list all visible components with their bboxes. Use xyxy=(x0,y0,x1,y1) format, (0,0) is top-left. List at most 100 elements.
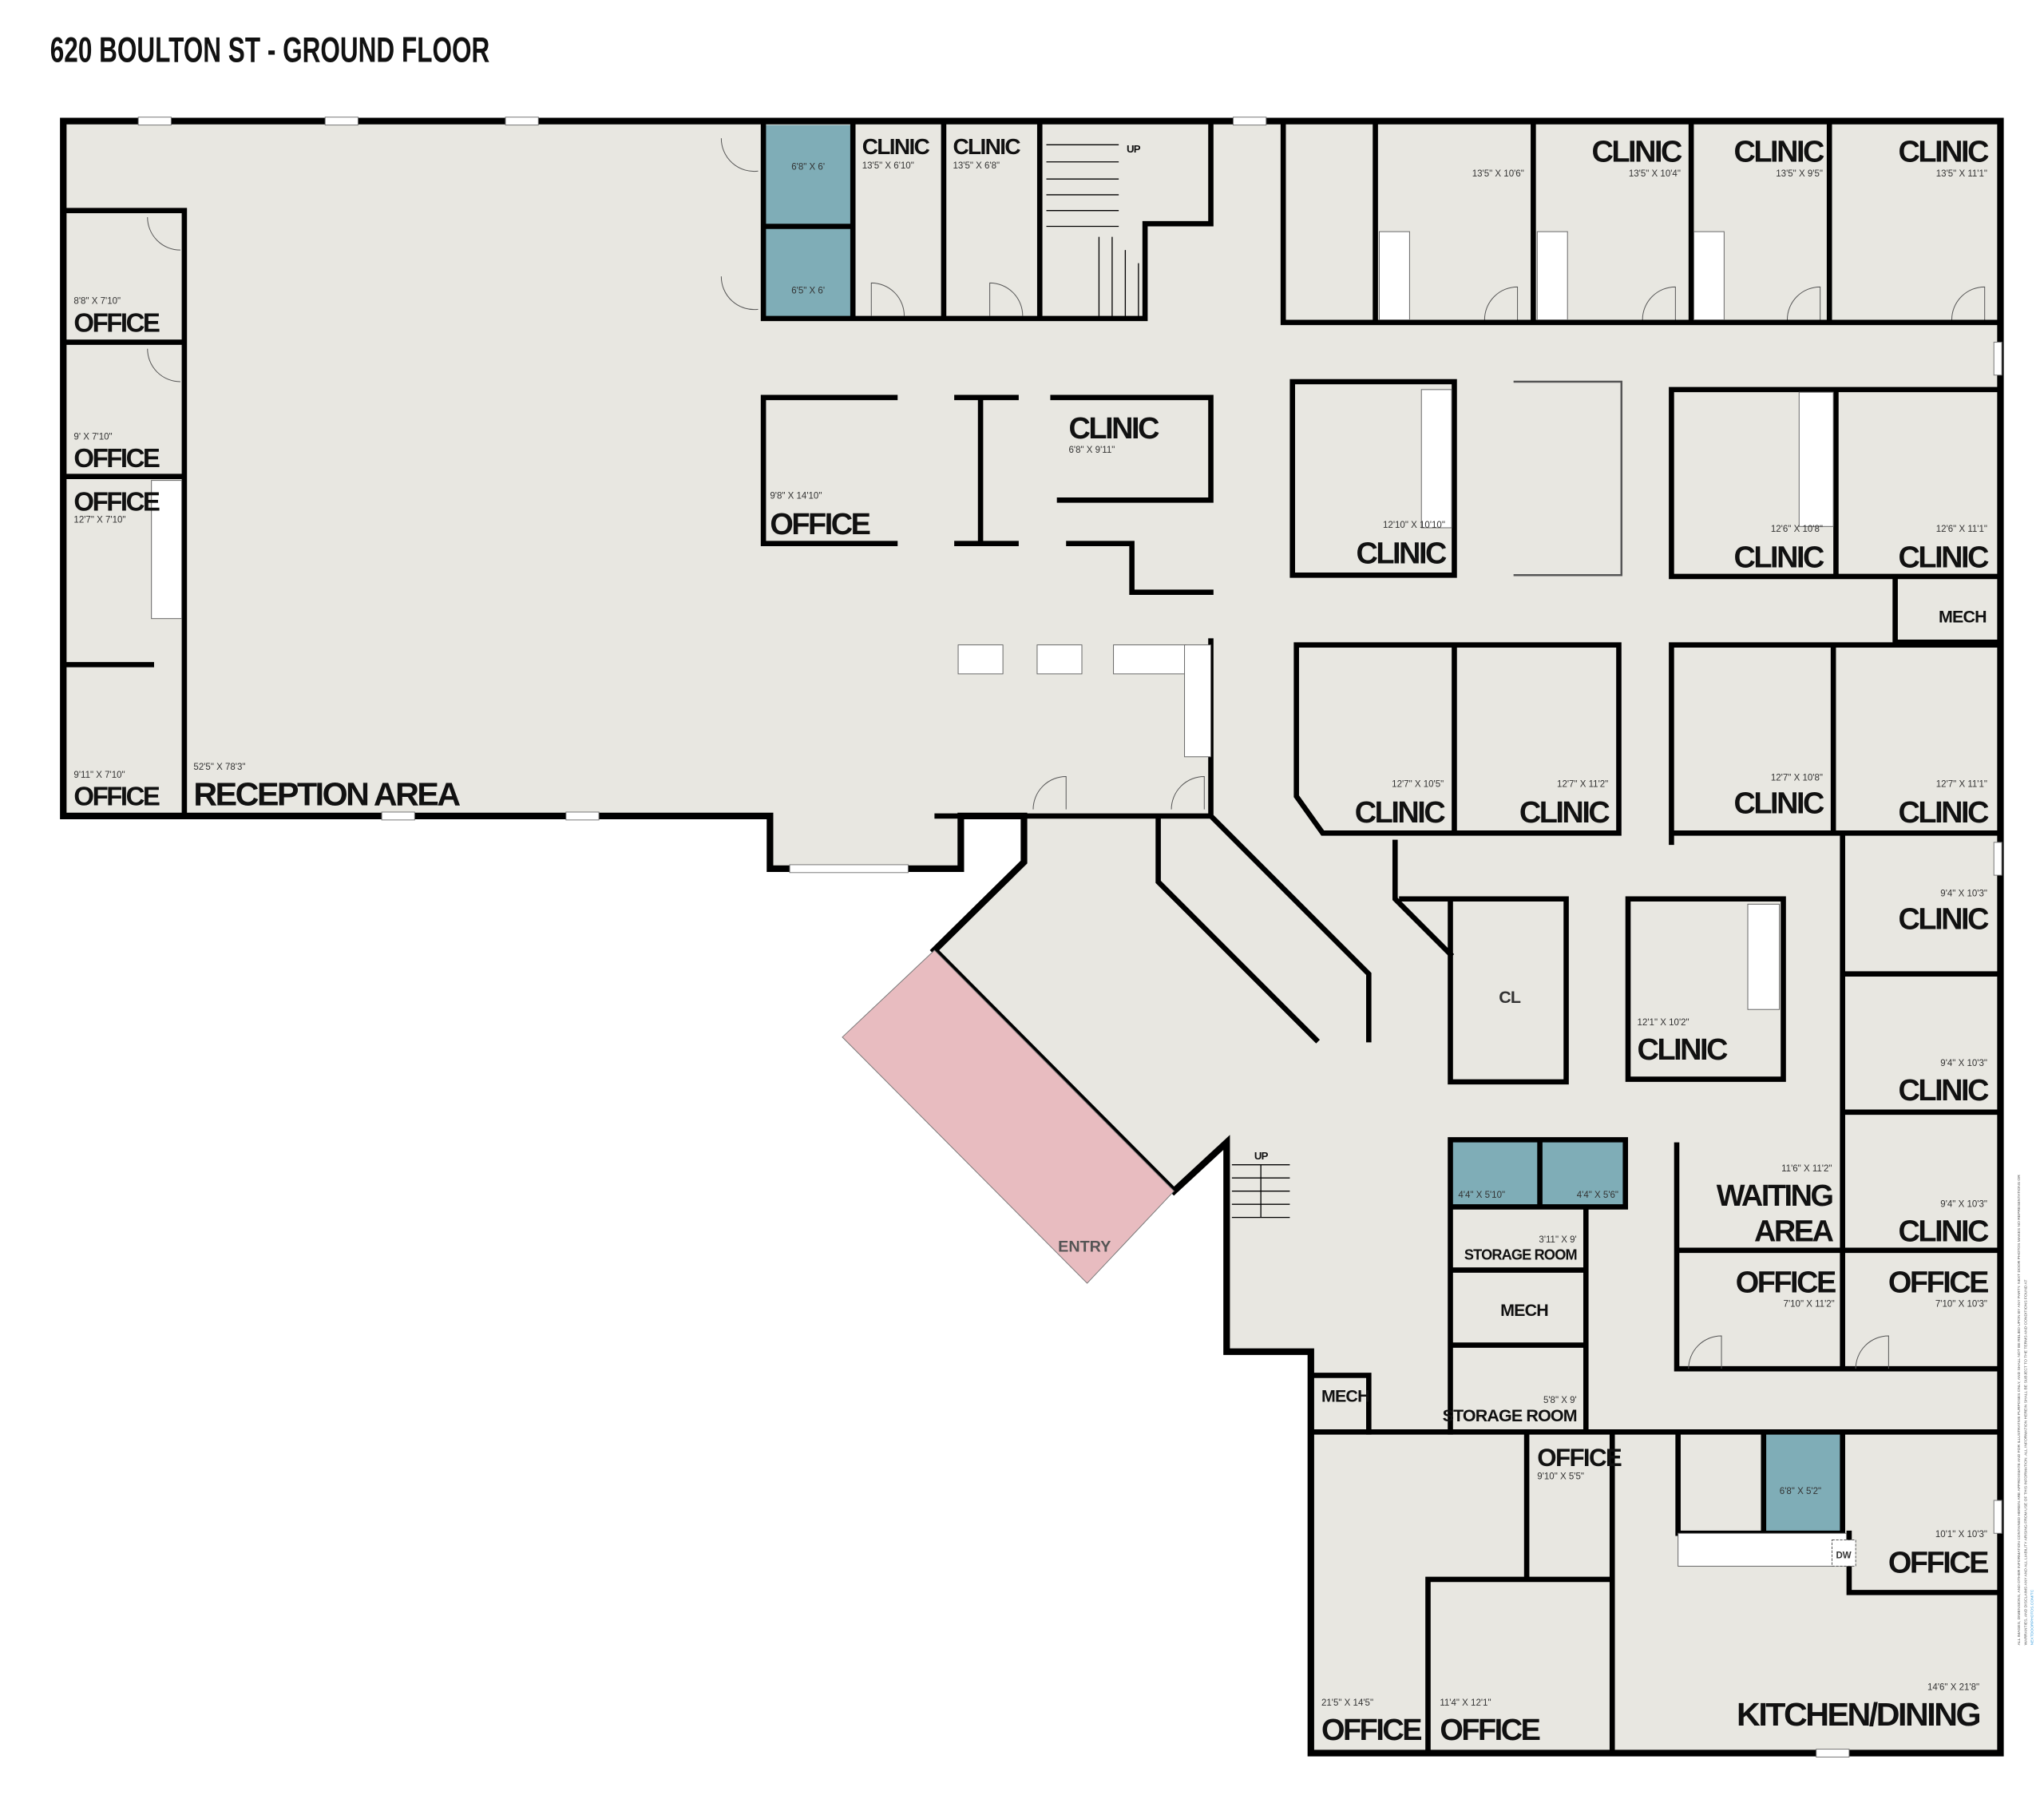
room-dims: 5'8" X 9' xyxy=(1543,1396,1577,1405)
room-dims: 12'7" X 11'1" xyxy=(1936,780,1987,790)
stairs-upper xyxy=(1046,144,1139,319)
room-name: STORAGE ROOM xyxy=(1464,1246,1577,1262)
room-dims: 13'5" X 11'1" xyxy=(1936,169,1987,179)
room-dims: 7'10" X 11'2" xyxy=(1784,1300,1835,1310)
room-dims: 12'7" X 10'5" xyxy=(1392,780,1444,790)
room-name: CLINIC xyxy=(1899,541,1990,574)
room-name: RECEPTION AREA xyxy=(193,776,460,813)
room-dims: 12'7" X 10'8" xyxy=(1771,773,1823,783)
room-name-line2: AREA xyxy=(1754,1215,1834,1248)
room-name: CLINIC xyxy=(1069,412,1160,446)
room-name: CLINIC xyxy=(1591,136,1682,169)
room-name: OFFICE xyxy=(73,443,159,473)
windows xyxy=(137,117,2002,1758)
disclaimer: ALL IMAGES, DIMENSIONS, AND OTHER INFORM… xyxy=(2017,1175,2034,1646)
room-dims: 21'5" X 14'5" xyxy=(1321,1698,1373,1708)
room-dims: 9'11" X 7'10" xyxy=(73,771,125,780)
dishwasher xyxy=(1832,1539,1856,1567)
dishwasher-label: DW xyxy=(1836,1551,1851,1561)
room-dims: 13'5" X 10'4" xyxy=(1629,169,1681,179)
room-dims: 9'4" X 10'3" xyxy=(1940,1059,1987,1068)
counters xyxy=(151,231,1848,1567)
room-name: CLINIC xyxy=(1733,541,1824,574)
room-dims: 13'5" X 10'6" xyxy=(1472,169,1524,179)
room-dims: 11'6" X 11'2" xyxy=(1781,1164,1832,1174)
room-labels: 8'8" X 7'10" OFFICE 9' X 7'10" OFFICE OF… xyxy=(73,134,1991,1747)
room-name: WAITING xyxy=(1717,1179,1833,1213)
room-name: CLINIC xyxy=(953,134,1020,159)
room-dims: 9'4" X 10'3" xyxy=(1940,1199,1987,1209)
room-dims: 12'7" X 11'2" xyxy=(1557,780,1608,790)
room-dims: 13'5" X 6'10" xyxy=(862,161,914,171)
stairs-up-label-1: UP xyxy=(1127,143,1141,155)
disclaimer-line-2: WARRANTIES, AND DISCLAIMS ANY AND ALL LI… xyxy=(2023,1280,2028,1646)
room-dims: 13'5" X 6'8" xyxy=(953,161,1000,171)
stairs-up-label-2: UP xyxy=(1254,1150,1269,1162)
room-name: CLINIC xyxy=(1355,796,1446,830)
room-dims: 52'5" X 78'3" xyxy=(193,763,245,772)
room-dims: 9'10" X 5'5" xyxy=(1537,1472,1584,1482)
room-name: CLINIC xyxy=(862,134,930,159)
room-name: CLINIC xyxy=(1899,1074,1990,1108)
room-dims: 13'5" X 9'5" xyxy=(1776,169,1823,179)
room-name: MECH xyxy=(1321,1386,1369,1405)
room-name: CLINIC xyxy=(1899,796,1990,830)
room-dims: 6'8" X 5'2" xyxy=(1780,1487,1821,1496)
room-dims: 9'8" X 14'10" xyxy=(770,492,822,501)
room-dims: 4'4" X 5'6" xyxy=(1577,1191,1618,1200)
room-dims: 6'5" X 6' xyxy=(791,287,825,296)
room-dims: 12'10" X 10'10" xyxy=(1383,521,1445,530)
room-name: CLINIC xyxy=(1733,787,1824,821)
room-dims: 12'6" X 11'1" xyxy=(1936,525,1987,534)
room-dims: 12'7" X 7'10" xyxy=(73,515,125,525)
room-dims: 3'11" X 9' xyxy=(1539,1235,1576,1245)
room-dims: 9' X 7'10" xyxy=(73,433,112,442)
room-dims: 8'8" X 7'10" xyxy=(73,297,121,307)
room-name: CLINIC xyxy=(1733,136,1824,169)
room-name: OFFICE xyxy=(1440,1714,1539,1747)
building-outline xyxy=(60,117,2004,1757)
room-dims: 12'1" X 10'2" xyxy=(1638,1018,1689,1028)
room-dims: 6'8" X 9'11" xyxy=(1069,446,1115,455)
disclaimer-line-1: ALL IMAGES, DIMENSIONS, AND OTHER INFORM… xyxy=(2017,1175,2022,1646)
plan-title: 620 BOULTON ST - GROUND FLOOR xyxy=(50,30,490,69)
room-name: MECH xyxy=(1939,608,1987,627)
room-name: OFFICE xyxy=(73,307,159,337)
room-name: OFFICE xyxy=(1321,1714,1421,1747)
room-name: CLINIC xyxy=(1899,903,1990,937)
room-name: CLINIC xyxy=(1519,796,1610,830)
restroom-1 xyxy=(763,125,854,227)
room-name: CLINIC xyxy=(1638,1033,1729,1067)
room-name: KITCHEN/DINING xyxy=(1737,1696,1979,1733)
room-dims: 12'6" X 10'8" xyxy=(1771,525,1823,534)
room-dims: 6'8" X 6' xyxy=(791,163,825,172)
room-name: CLINIC xyxy=(1899,136,1990,169)
restroom-2 xyxy=(763,226,854,319)
room-name: OFFICE xyxy=(73,782,159,811)
restroom-5 xyxy=(1763,1432,1843,1534)
entry-label: ENTRY xyxy=(1058,1238,1111,1255)
room-name: OFFICE xyxy=(1888,1266,1988,1300)
room-dims: 4'4" X 5'10" xyxy=(1458,1191,1505,1200)
restroom-4 xyxy=(1539,1139,1626,1207)
room-dims: 10'1" X 10'3" xyxy=(1935,1530,1987,1540)
room-dims: 11'4" X 12'1" xyxy=(1440,1698,1491,1708)
entry-area xyxy=(842,949,1175,1284)
room-name: MECH xyxy=(1500,1301,1548,1320)
door-swings xyxy=(147,138,1986,1369)
room-name: OFFICE xyxy=(1736,1266,1836,1300)
room-name: OFFICE xyxy=(770,508,869,541)
room-name: OFFICE xyxy=(73,487,159,517)
room-name: OFFICE xyxy=(1888,1547,1988,1580)
stairs-lower xyxy=(1231,1164,1290,1219)
room-dims: 9'4" X 10'3" xyxy=(1940,889,1987,898)
room-dims: 14'6" X 21'8" xyxy=(1927,1682,1979,1692)
disclaimer-link[interactable]: NEXTDOORPHOTOS.COM/TC xyxy=(2030,1589,2035,1645)
room-dims: 7'10" X 10'3" xyxy=(1935,1300,1987,1310)
room-name: CLINIC xyxy=(1899,1215,1990,1248)
room-name: CLINIC xyxy=(1356,537,1447,570)
room-name: OFFICE xyxy=(1537,1444,1622,1472)
restroom-3 xyxy=(1450,1139,1540,1207)
room-name: STORAGE ROOM xyxy=(1443,1406,1577,1425)
